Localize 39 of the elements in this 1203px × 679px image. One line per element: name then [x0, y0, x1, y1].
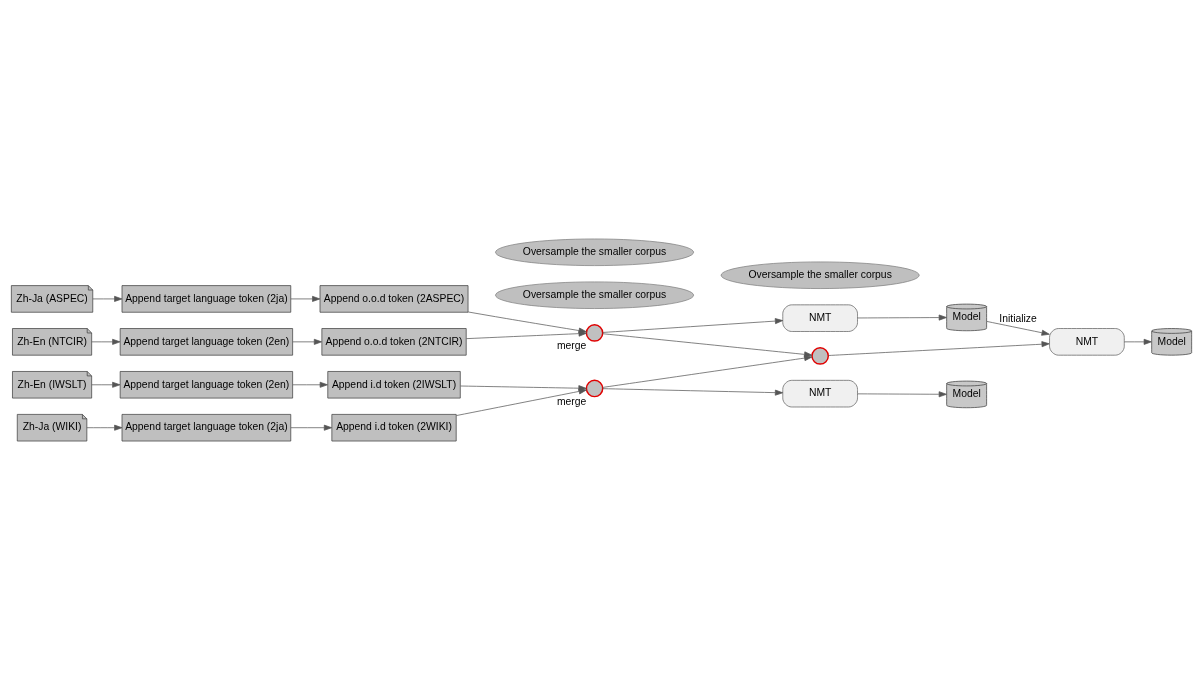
arrow	[857, 390, 947, 397]
node-circle	[585, 323, 604, 342]
arrow	[91, 338, 121, 345]
node-ellipse: Oversample the smaller corpus	[495, 281, 694, 309]
arrow	[292, 381, 328, 388]
arrow	[986, 320, 1050, 336]
node-box: NMT	[1049, 327, 1125, 356]
node-ellipse: Oversample the smaller corpus	[720, 261, 920, 289]
node-box: Append o.o.d token (2ASPEC)	[319, 284, 469, 313]
node-box: Append target language token (2en)	[119, 370, 293, 398]
node-box: Append target language token (2ja)	[121, 284, 292, 313]
node-label: merge	[556, 395, 587, 407]
arrow	[828, 340, 1050, 356]
node-box: Append target language token (2ja)	[121, 413, 292, 441]
arrow	[466, 330, 587, 339]
node-label: merge	[556, 339, 587, 351]
node-box: NMT	[782, 303, 858, 332]
node-box: NMT	[782, 379, 858, 407]
arrow	[91, 381, 121, 388]
arrow	[290, 424, 333, 431]
arrow	[92, 295, 123, 302]
arrow	[1124, 338, 1152, 345]
node-box: Append i.d token (2IWSLT)	[327, 370, 461, 398]
arrow	[460, 384, 587, 391]
arrow	[602, 317, 784, 333]
arrow	[602, 354, 813, 388]
arrow	[292, 338, 323, 345]
arrow	[602, 332, 813, 357]
arrow	[86, 424, 123, 431]
arrow	[602, 387, 784, 396]
node-ellipse: Oversample the smaller corpus	[495, 238, 694, 266]
edge-label: Initialize	[999, 312, 1037, 324]
node-box: Append i.d token (2WIKI)	[331, 413, 457, 441]
node-box: Append target language token (2en)	[119, 327, 293, 356]
node-circle	[811, 346, 830, 365]
arrow	[857, 314, 947, 320]
arrow	[290, 295, 321, 302]
node-box: Append o.o.d token (2NTCIR)	[321, 327, 467, 356]
node-circle	[585, 379, 604, 397]
